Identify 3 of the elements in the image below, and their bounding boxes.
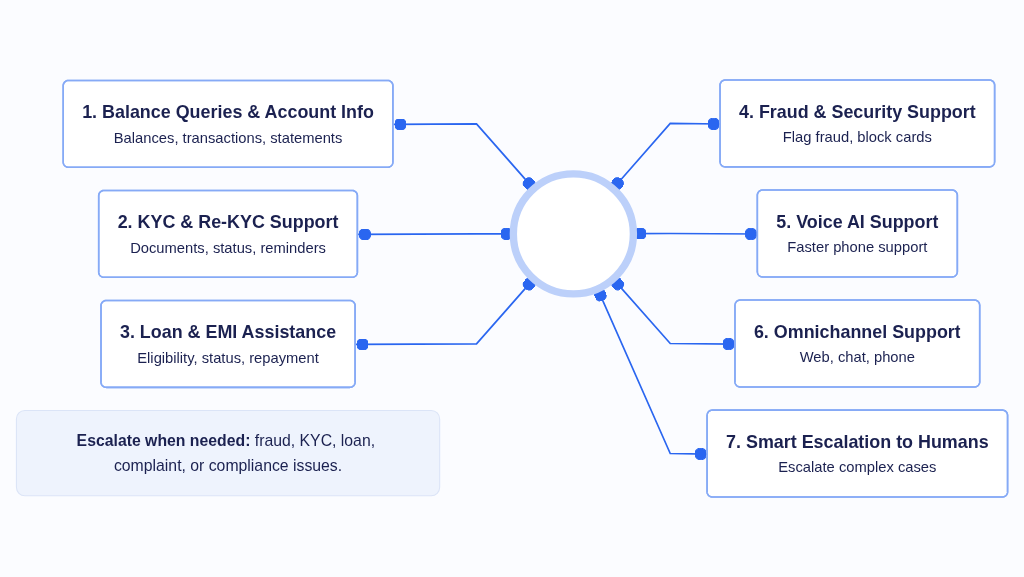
node-circle [509,170,638,298]
node-box: Escalate when needed: fraud, KYC, loan, complaint, or compliance issues. [15,409,441,497]
connector [392,117,536,190]
